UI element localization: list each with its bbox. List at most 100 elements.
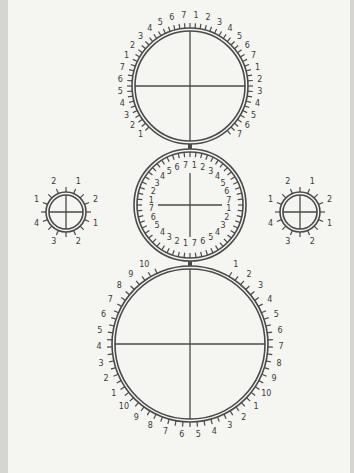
gear-tick [172,155,174,160]
gear-tick [247,398,251,401]
tick-number: 6 [200,238,205,246]
gear-tick [74,189,76,194]
gear-tick [238,50,242,53]
gear-tick [268,346,273,347]
gear-tick [194,23,196,28]
tick-number: 4 [268,220,273,228]
gear-outline [250,162,350,262]
tick-number: 3 [167,234,172,242]
gear-tick [107,339,112,340]
gear-tick [167,248,169,253]
tick-number: 7 [278,343,283,351]
gear-tick [255,387,259,390]
gear-tick [261,311,266,313]
gear-tick [264,318,269,320]
gear-crosshair [189,173,190,237]
gear-tick [127,90,132,92]
gear-tick [219,31,222,35]
gear-tick [138,216,143,217]
gear-tick [228,235,232,238]
gear-tick [142,226,147,228]
tick-number: 4 [212,428,217,436]
gear-tick [125,392,129,395]
tick-number: 5 [220,180,225,188]
tick-number: 7 [183,162,188,170]
gear-tick [237,216,242,217]
gear-tick [114,374,119,376]
gear-tick [138,119,142,122]
tick-number: 5 [158,19,163,27]
gear-tick [140,187,145,189]
gear-tick [195,253,197,258]
gear-tick [189,253,190,258]
gear-tick [242,403,245,407]
gear-tick [138,50,142,53]
gear-tick [117,304,121,306]
tick-number: 7 [149,205,154,213]
tick-number: 9 [128,271,133,279]
gear-tick [250,292,254,295]
gear-tick [238,198,243,200]
gear-tick [201,252,202,257]
gear-tick [246,286,250,289]
gear-tick [238,210,243,212]
gear-crosshair [65,195,66,229]
gear-tick [240,115,244,118]
tick-number: 8 [117,282,122,290]
tick-number: 3 [154,180,159,188]
gear-tick [142,123,146,126]
tick-number: 1 [194,12,199,20]
tick-number: 5 [154,222,159,230]
gear-tick [159,31,162,35]
tick-number: 10 [139,261,149,269]
gear-tick [148,272,151,276]
gear-tick [245,106,250,108]
gear-tick [241,281,244,285]
gear-tick [205,25,206,30]
gear-tick [231,41,235,45]
gear-tick [86,211,91,212]
gear-tick [229,272,232,276]
tick-number: 5 [118,88,123,96]
tick-number: 10 [261,390,271,398]
gear-tick [215,29,217,34]
gear-tick [155,269,157,274]
gear-tick [131,286,135,289]
gear-crosshair [189,269,190,419]
gear-tick [127,80,132,82]
gear-tick [189,152,190,157]
tick-number: 2 [200,164,205,172]
tick-number: 3 [220,222,225,230]
gear-tick [43,202,48,204]
tick-number: 6 [151,214,156,222]
gear-tick [184,23,186,28]
gear-tick [162,160,165,164]
gear-tick [299,232,300,237]
gear-tick [183,253,185,258]
gear-tick [48,194,52,198]
gear-tick [243,59,248,61]
tick-number: 6 [179,431,184,439]
gear-rim [112,266,268,422]
gear-tick [133,59,138,61]
gear-tick [255,298,259,301]
gear-tick [149,235,153,238]
gear-tick [157,164,160,168]
gear-tick [183,152,185,157]
paper-sheet [8,0,350,473]
gear-tick [140,221,145,223]
gear-rim [132,28,248,144]
gear-tick [182,422,184,427]
tick-number: 3 [208,168,213,176]
gear-rim [283,195,317,229]
gear-tick [56,230,58,235]
tick-number: 6 [169,14,174,22]
tick-number: 7 [181,12,186,20]
gear-tick [314,226,318,230]
gear-tick [246,101,251,102]
gear-tick [145,177,149,180]
gear-tick [201,153,202,158]
gear-tick [65,187,66,192]
gear-tick [142,276,145,280]
gear-tick [135,55,139,58]
